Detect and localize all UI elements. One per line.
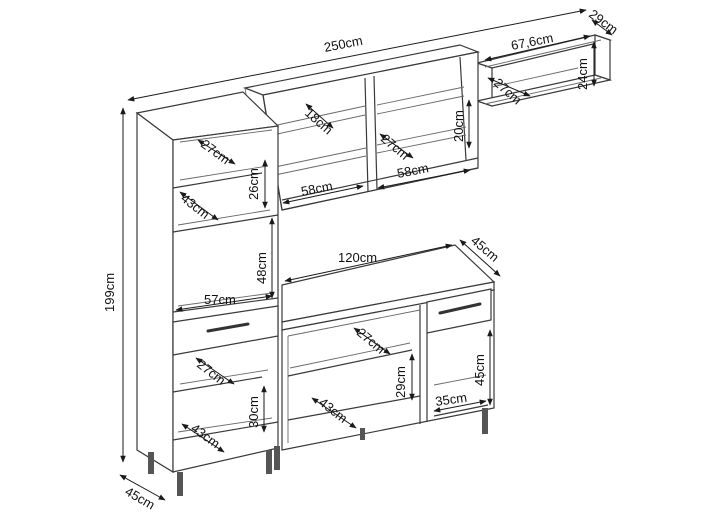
label-counter-low-height: 29cm [393, 366, 408, 398]
label-drawer-niche-width: 35cm [434, 390, 468, 409]
leg-icon [148, 452, 154, 474]
leg-icon [177, 472, 183, 496]
label-tower-niche-height: 48cm [254, 252, 269, 284]
leg-icon [266, 450, 272, 474]
dimension-lines [119, 8, 613, 501]
label-upper-left-width: 58cm [300, 178, 334, 199]
label-tower-niche-width: 57cm [204, 292, 236, 307]
label-wall-cab-depth: 29cm [586, 6, 621, 37]
label-counter-width: 120cm [338, 250, 377, 265]
label-total-height: 199cm [102, 273, 117, 312]
label-total-width: 250cm [323, 33, 364, 55]
label-drawer-niche-height: 45cm [472, 354, 487, 386]
label-upper-right-width: 58cm [396, 160, 430, 181]
label-tower-low-height: 30cm [246, 396, 261, 428]
label-base-depth: 45cm [123, 484, 158, 513]
leg-icon [360, 428, 365, 440]
label-wall-cab-height: 24cm [575, 58, 590, 90]
label-upper-niche-height: 20cm [451, 110, 466, 142]
label-tower-top-height: 26cm [246, 168, 261, 200]
label-counter-depth: 45cm [468, 233, 502, 265]
leg-icon [482, 408, 488, 434]
leg-icon [274, 446, 280, 470]
base-counter [274, 244, 496, 470]
